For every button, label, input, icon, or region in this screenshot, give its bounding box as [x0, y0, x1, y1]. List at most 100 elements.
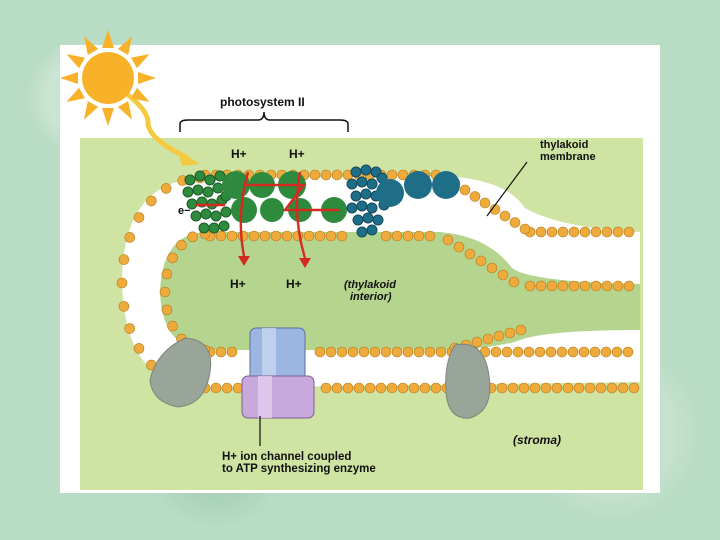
lipid-head [118, 254, 130, 265]
lipid-head [579, 226, 591, 238]
lipid-head [391, 346, 403, 358]
lipid-head [320, 382, 332, 394]
lipid-head [628, 382, 640, 394]
sun-ray [84, 36, 99, 56]
lipid-head [325, 346, 337, 358]
membrane-protein-left [149, 337, 212, 408]
lipid-head [562, 382, 574, 394]
lipid-head [331, 169, 343, 181]
pigment-particle [208, 222, 220, 234]
lipid-head [380, 230, 392, 242]
lipid-head [380, 346, 392, 358]
lipid-head [314, 230, 326, 242]
carrier-particle [356, 226, 368, 238]
lipid-head [369, 346, 381, 358]
lipid-head [386, 169, 398, 181]
lipid-head [535, 280, 547, 292]
carrier-particle [362, 212, 374, 224]
lipid-head [133, 212, 145, 223]
lipid-head [430, 382, 442, 394]
lipid-head [160, 183, 172, 194]
lipid-head [612, 280, 624, 292]
thylakoid-interior-label-1: (thylakoid [344, 279, 396, 291]
carrier-particle [366, 202, 378, 214]
lipid-head [167, 320, 178, 332]
lipid-head [303, 230, 315, 242]
pigment-particle [202, 186, 214, 198]
pigment-particle [218, 220, 230, 232]
lipid-head [490, 346, 502, 358]
lipid-head [386, 382, 398, 394]
lipid-head [424, 230, 436, 242]
thylakoid-interior-label-2: interior) [350, 291, 392, 303]
lipid-head [215, 230, 227, 242]
arrow-head-2 [299, 258, 311, 268]
lipid-head [612, 226, 624, 238]
lipid-head [331, 382, 343, 394]
lipid-head [589, 346, 601, 358]
carrier-particle [352, 214, 364, 226]
sun-ray [102, 30, 114, 48]
lipid-head [281, 230, 293, 242]
atp-synthase-channel [241, 327, 315, 419]
sun-ray [66, 87, 86, 102]
pigment-particle [182, 186, 194, 198]
lipid-head [518, 382, 530, 394]
lipid-head [534, 346, 546, 358]
lipid-head [535, 226, 547, 238]
sun-ray [117, 100, 132, 120]
lipid-head [590, 226, 602, 238]
lipid-head [504, 327, 516, 339]
lipid-head [314, 346, 326, 358]
lipid-head [413, 230, 425, 242]
lipid-head [397, 169, 409, 181]
lipid-head [397, 382, 409, 394]
pigment-particle [198, 222, 210, 234]
lipid-head [459, 184, 471, 196]
lipid-head [358, 346, 370, 358]
lipid-head [146, 195, 157, 207]
carrier-particle [350, 190, 362, 202]
lipid-head [176, 239, 187, 251]
lipid-head [342, 382, 354, 394]
lipid-head [118, 301, 130, 312]
lipid-head [568, 226, 580, 238]
thylakoid-membrane-label-2: membrane [540, 151, 596, 163]
lipid-head [482, 333, 494, 345]
lipid-head [442, 234, 454, 246]
sun-icon [60, 30, 156, 126]
carrier-particle [372, 214, 384, 226]
lipid-head [226, 346, 238, 358]
lipid-head [579, 280, 591, 292]
lipid-head [523, 346, 535, 358]
lipid-head [226, 230, 238, 242]
lipid-head [347, 346, 359, 358]
lipid-head [453, 241, 465, 253]
lipid-head [402, 230, 414, 242]
lipid-head [499, 210, 511, 222]
lipid-head [471, 336, 483, 348]
lipid-head [320, 169, 332, 181]
lipid-head [617, 382, 629, 394]
pigment-particle [194, 170, 206, 182]
carrier-particle [346, 202, 358, 214]
sun-ray [130, 54, 150, 69]
lipid-head [595, 382, 607, 394]
photosystem-brace [179, 111, 349, 132]
sun-ray [130, 87, 150, 102]
channel-label-1: H+ ion channel coupled [222, 451, 351, 463]
lipid-head [540, 382, 552, 394]
lipid-head [486, 262, 498, 274]
lipid-head [623, 226, 635, 238]
lipid-head [133, 343, 145, 354]
thylakoid-membrane-label-1: thylakoid [540, 139, 588, 151]
lipid-head [124, 323, 136, 334]
photosystem-label: photosystem II [220, 95, 305, 109]
sun-ray [60, 72, 78, 84]
pigment-particle [214, 170, 226, 182]
lipid-head [475, 255, 487, 267]
carrier-particle [360, 188, 372, 200]
lipid-head [601, 280, 613, 292]
lipid-head [353, 382, 365, 394]
lipid-head [325, 230, 337, 242]
